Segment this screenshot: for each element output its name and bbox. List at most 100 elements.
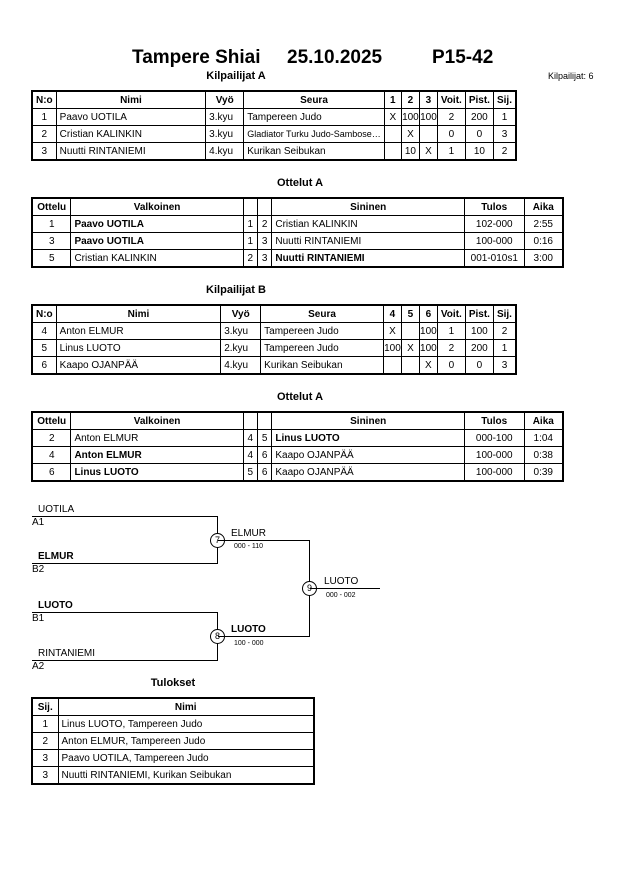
cell: 10 [400, 142, 420, 161]
bracket-line [32, 516, 218, 517]
matches-b-header-row: Ottelu Valkoinen Sininen Tulos Aika [31, 411, 564, 430]
cell: 2 [31, 732, 59, 750]
cell: 2 [256, 215, 273, 233]
matches-b-title: Ottelut A [276, 391, 324, 403]
cell: Gladiator Turku Judo-Sambose… [243, 125, 385, 143]
cell: 0 [436, 125, 466, 143]
cell: X [418, 142, 438, 161]
cell: 0:39 [523, 463, 564, 482]
cell [383, 125, 402, 143]
cell: 1 [242, 232, 259, 250]
sf1-score: 000 - 110 [234, 543, 264, 550]
bracket-line [32, 563, 218, 564]
cell: Anton ELMUR [55, 322, 222, 340]
pool-b-header-row: N:o Nimi Vyö Seura 4 5 6 Voit. Pist. Sij… [31, 304, 517, 323]
col-place: Sij. [492, 304, 517, 323]
col-no: N:o [31, 90, 57, 109]
matches-a-title: Ottelut A [276, 177, 324, 189]
cell: X [400, 125, 420, 143]
pool-b-title: Kilpailijat B [206, 284, 266, 296]
cell: 3:00 [523, 249, 564, 268]
cell: 1 [242, 215, 259, 233]
cell: Anton ELMUR [70, 429, 244, 447]
col-time: Aika [523, 411, 564, 430]
cell: Cristian KALINKIN [271, 215, 466, 233]
cell: 4 [242, 429, 259, 447]
col-name: Nimi [55, 90, 207, 109]
cell: 100-000 [464, 446, 525, 464]
cell: 2 [492, 322, 517, 340]
col-result: Tulos [464, 197, 525, 216]
col-time: Aika [523, 197, 564, 216]
cell: 1 [436, 322, 466, 340]
cell: Kaapo OJANPÄÄ [55, 356, 222, 375]
cell: 2 [242, 249, 259, 268]
col-match: Ottelu [31, 197, 72, 216]
col-belt: Vyö [220, 304, 262, 323]
col-white-no [242, 411, 259, 430]
cell: 4 [31, 322, 57, 340]
cell: 6 [31, 463, 72, 482]
cell: X [400, 339, 420, 357]
cell: Linus LUOTO, Tampereen Judo [57, 715, 315, 733]
table-row: 4 Anton ELMUR 3.kyu Tampereen Judo X 100… [31, 322, 517, 340]
cell [400, 322, 420, 340]
table-row: 1 Linus LUOTO, Tampereen Judo [31, 715, 315, 733]
cell: 2 [436, 108, 466, 126]
col-white: Valkoinen [70, 411, 244, 430]
cell: 10 [464, 142, 494, 161]
cell: 100 [418, 322, 438, 340]
cell [400, 356, 420, 375]
sf2-bottom-name: RINTANIEMI [38, 648, 96, 659]
cell: Cristian KALINKIN [55, 125, 207, 143]
matches-b-table: Ottelu Valkoinen Sininen Tulos Aika 2 An… [31, 411, 564, 482]
cell: 0:38 [523, 446, 564, 464]
cell: 2:55 [523, 215, 564, 233]
cell: 4.kyu [205, 142, 245, 161]
table-row: 3 Nuutti RINTANIEMI 4.kyu Kurikan Seibuk… [31, 142, 517, 161]
cell: X [418, 356, 438, 375]
cell: Paavo UOTILA, Tampereen Judo [57, 749, 315, 767]
cell: 100 [400, 108, 420, 126]
cell: 3 [31, 232, 72, 250]
col-points: Pist. [464, 304, 494, 323]
col-m3: 3 [418, 90, 438, 109]
cell: Linus LUOTO [271, 429, 466, 447]
table-row: 3 Nuutti RINTANIEMI, Kurikan Seibukan [31, 766, 315, 785]
final-score: 000 - 002 [326, 592, 356, 599]
cell: Kurikan Seibukan [260, 356, 384, 375]
col-belt: Vyö [205, 90, 245, 109]
col-place: Sij. [492, 90, 517, 109]
cell: 5 [256, 429, 273, 447]
cell: 2 [436, 339, 466, 357]
cell: Nuutti RINTANIEMI [271, 232, 466, 250]
pool-a-table: N:o Nimi Vyö Seura 1 2 3 Voit. Pist. Sij… [31, 90, 517, 161]
results-header-row: Sij. Nimi [31, 697, 315, 716]
col-match: Ottelu [31, 411, 72, 430]
table-row: 1 Paavo UOTILA 3.kyu Tampereen Judo X 10… [31, 108, 517, 126]
col-wins: Voit. [436, 90, 466, 109]
cell: 4 [242, 446, 259, 464]
cell: 4 [31, 446, 72, 464]
cell: 000-100 [464, 429, 525, 447]
competitors-count: Kilpailijat: 6 [548, 71, 594, 81]
pool-a-header-row: N:o Nimi Vyö Seura 1 2 3 Voit. Pist. Sij… [31, 90, 517, 109]
page-title: Tampere Shiai [132, 47, 261, 68]
final-winner: LUOTO [324, 576, 359, 587]
bracket-line [32, 660, 218, 661]
cell: Paavo UOTILA [55, 108, 207, 126]
cell: 4.kyu [220, 356, 262, 375]
results-table: Sij. Nimi 1 Linus LUOTO, Tampereen Judo … [31, 697, 315, 785]
cell: Nuutti RINTANIEMI [271, 249, 466, 268]
cell: Kaapo OJANPÄÄ [271, 463, 466, 482]
sf2-winner: LUOTO [231, 624, 266, 635]
table-row: 2 Anton ELMUR 4 5 Linus LUOTO 000-100 1:… [31, 429, 564, 447]
cell: Nuutti RINTANIEMI [55, 142, 207, 161]
table-row: 6 Kaapo OJANPÄÄ 4.kyu Kurikan Seibukan X… [31, 356, 517, 375]
cell: 0:16 [523, 232, 564, 250]
cell: 200 [464, 108, 494, 126]
cell: 5 [31, 249, 72, 268]
pool-a-title: Kilpailijat A [206, 70, 266, 82]
cell: 0 [436, 356, 466, 375]
matches-a-header-row: Ottelu Valkoinen Sininen Tulos Aika [31, 197, 564, 216]
